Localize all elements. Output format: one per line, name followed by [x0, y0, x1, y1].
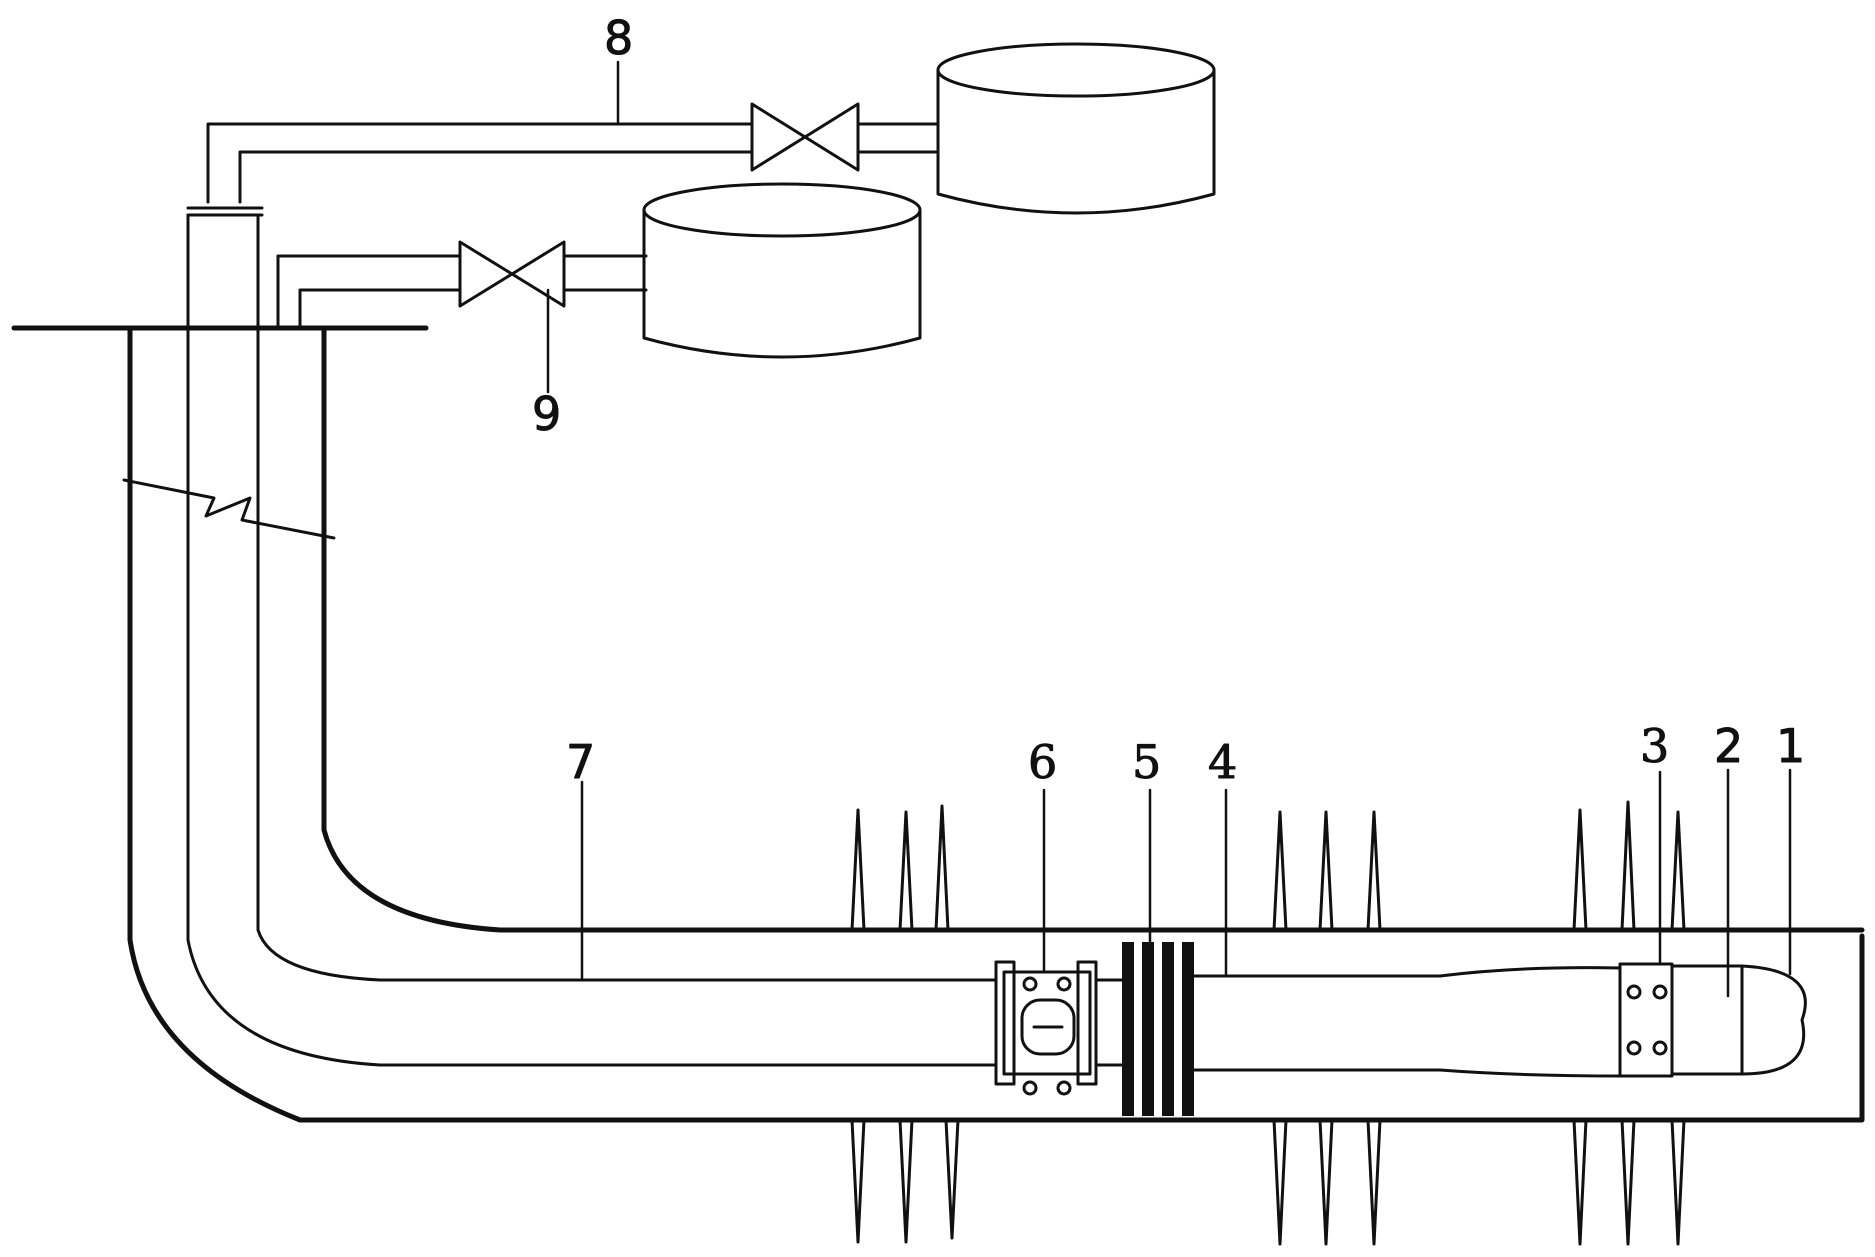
label-4: 4	[1208, 735, 1237, 789]
upper-valve-icon	[750, 102, 860, 172]
label-6: 6	[1028, 735, 1057, 789]
line-8	[206, 122, 938, 204]
annulus-outlet	[276, 254, 462, 328]
label-3: 3	[1640, 719, 1669, 773]
nose-assembly	[1670, 964, 1807, 1076]
tailpipe-4	[1192, 966, 1622, 1078]
lower-valve-icon	[458, 240, 648, 308]
perforations	[850, 800, 1686, 1246]
tubing-string	[186, 206, 998, 1067]
label-9: 9	[532, 387, 561, 441]
break-mark	[122, 478, 336, 540]
leader-lines	[580, 768, 1792, 998]
upper-tank	[936, 42, 1216, 215]
label-1: 1	[1776, 719, 1805, 773]
label-5: 5	[1132, 735, 1161, 789]
lower-tank	[642, 182, 922, 359]
tool-6	[994, 960, 1098, 1096]
label-7: 7	[566, 735, 595, 789]
label-8: 8	[604, 11, 633, 65]
perforated-sub-3	[1618, 962, 1674, 1078]
well-casing	[127, 327, 1865, 1123]
packer-5	[1094, 942, 1194, 1116]
label-2: 2	[1714, 719, 1743, 773]
